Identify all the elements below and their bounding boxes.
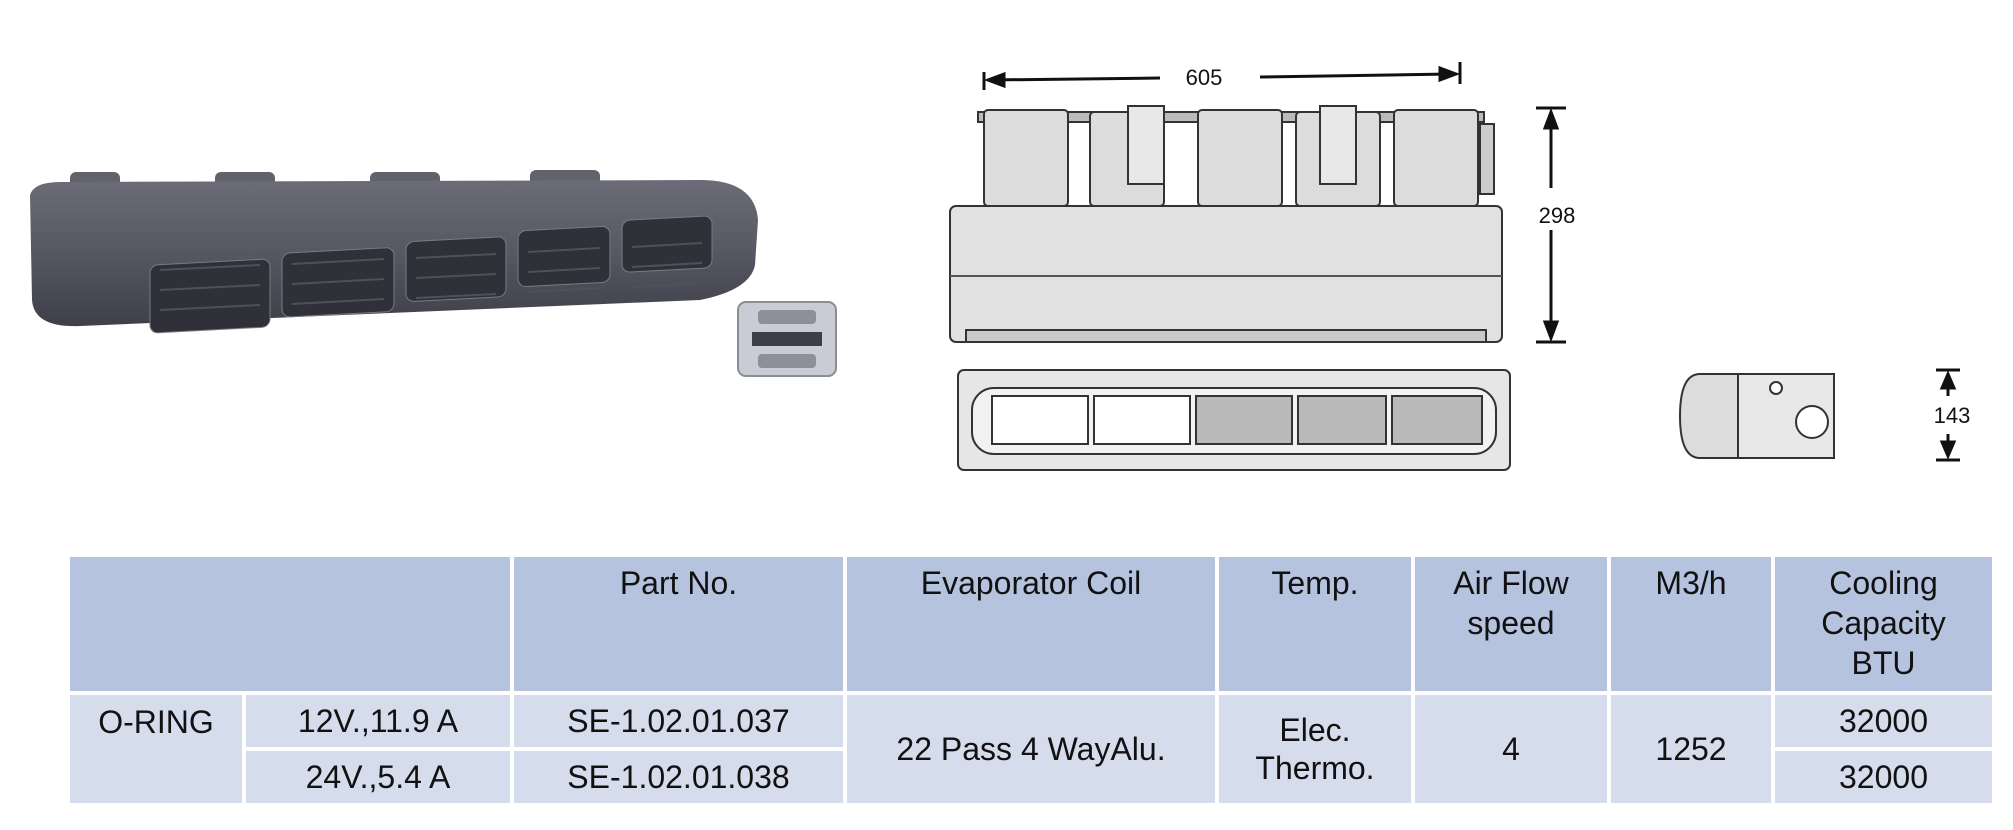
- table-row: 24V.,5.4 A SE-1.02.01.038 32000: [68, 747, 1996, 807]
- cell-part-no: SE-1.02.01.038: [510, 747, 847, 807]
- front-view-drawing: [949, 105, 1503, 343]
- technical-drawing: 605 298: [949, 62, 1971, 471]
- cell-m3h: 1252: [1607, 691, 1775, 807]
- header-m3h: M3/h: [1607, 553, 1775, 695]
- cell-btu: 32000: [1771, 747, 1996, 807]
- side-height-dimension-label: 143: [1934, 403, 1971, 428]
- cell-part-no: SE-1.02.01.037: [510, 691, 847, 751]
- header-cooling-capacity: Cooling Capacity BTU: [1771, 553, 1996, 695]
- header-temp: Temp.: [1215, 553, 1415, 695]
- height-dimension: [1536, 106, 1566, 344]
- header-part-no: Part No.: [510, 553, 847, 695]
- cell-voltage: 12V.,11.9 A: [242, 691, 514, 751]
- cell-voltage: 24V.,5.4 A: [242, 747, 514, 807]
- width-dimension: [982, 62, 1462, 90]
- bottom-view-drawing: [957, 369, 1511, 471]
- table-row: O-RING 12V.,11.9 A SE-1.02.01.037 22 Pas…: [66, 691, 1996, 807]
- controller-image: [737, 301, 837, 377]
- spec-table: Part No. Evaporator Coil Temp. Air Flow …: [66, 553, 1996, 807]
- cell-seal: O-RING: [66, 691, 246, 807]
- width-dimension-label: 605: [1186, 65, 1223, 90]
- side-view-drawing: [1678, 373, 1835, 459]
- height-dimension-label: 298: [1539, 203, 1576, 228]
- header-evaporator-coil: Evaporator Coil: [843, 553, 1219, 695]
- cell-temp: Elec. Thermo.: [1215, 691, 1415, 807]
- cell-btu: 32000: [1771, 691, 1996, 751]
- cell-speed: 4: [1411, 691, 1611, 807]
- side-height-dimension: [1936, 368, 1960, 462]
- table-header-row: Part No. Evaporator Coil Temp. Air Flow …: [66, 553, 1996, 695]
- header-blank: [66, 553, 514, 695]
- cell-coil: 22 Pass 4 WayAlu.: [843, 691, 1219, 807]
- product-photo: [30, 170, 837, 377]
- evaporator-unit-image: [30, 170, 758, 334]
- header-air-flow-speed: Air Flow speed: [1411, 553, 1611, 695]
